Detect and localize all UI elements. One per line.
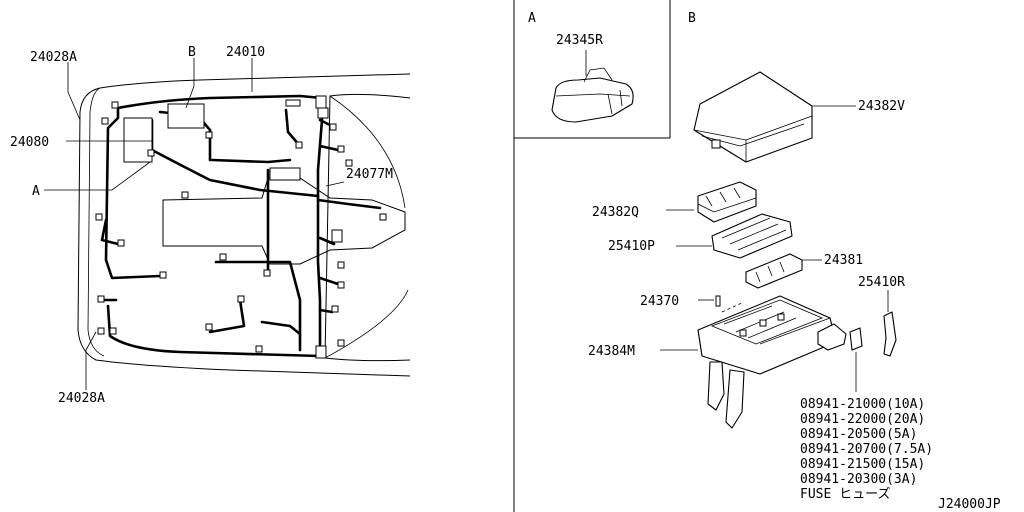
fuse-item: 08941-21500(15A) — [800, 457, 925, 472]
label-24370: 24370 — [640, 294, 679, 309]
left-callout-labels: 24028A B 24010 24080 A 24077M 24028A — [10, 45, 393, 406]
left-leaders — [44, 58, 345, 390]
detail-a: A 24345R — [528, 11, 634, 123]
label-section-a: A — [32, 184, 40, 199]
detail-b-title: B — [688, 11, 696, 26]
puller-25410r-drawing — [883, 311, 897, 357]
label-25410r: 25410R — [858, 275, 905, 290]
fuse-item: 08941-20700(7.5A) — [800, 442, 933, 457]
fuse-list: 08941-21000(10A) 08941-22000(20A) 08941-… — [800, 397, 933, 502]
fuse-item: 08941-21000(10A) — [800, 397, 925, 412]
holder-25410p-drawing — [711, 213, 793, 259]
fuse-drawing — [849, 327, 863, 392]
label-section-b: B — [188, 45, 196, 60]
label-24345r: 24345R — [556, 33, 603, 48]
fusebox-24384m-drawing — [697, 295, 847, 429]
fuse-item: 08941-20500(5A) — [800, 427, 917, 442]
label-24384m: 24384M — [588, 344, 635, 359]
label-24080: 24080 — [10, 135, 49, 150]
clip-24370-drawing — [715, 295, 761, 321]
detail-b: B 24382V 24382Q 25410P 24381 — [588, 11, 933, 502]
label-24381: 24381 — [824, 253, 863, 268]
cover-24382v-drawing — [693, 71, 813, 163]
label-24077m: 24077M — [346, 167, 393, 182]
bracket-24382q-drawing — [697, 181, 757, 223]
label-24028a-top: 24028A — [30, 50, 77, 65]
diagram-code: J24000JP — [938, 497, 1001, 512]
label-24028a-bottom: 24028A — [58, 391, 105, 406]
detail-a-title: A — [528, 11, 536, 26]
section-dividers — [513, 0, 671, 512]
block-24381-drawing — [745, 253, 803, 289]
harness-connectors — [95, 95, 387, 359]
label-24382v: 24382V — [858, 99, 905, 114]
connector-24345r-drawing — [551, 67, 634, 123]
fuse-item: 08941-20300(3A) — [800, 472, 917, 487]
fuse-caption: FUSE ヒューズ — [800, 486, 890, 502]
label-25410p: 25410P — [608, 239, 655, 254]
label-24010: 24010 — [226, 45, 265, 60]
fuse-item: 08941-22000(20A) — [800, 412, 925, 427]
label-24382q: 24382Q — [592, 205, 639, 220]
